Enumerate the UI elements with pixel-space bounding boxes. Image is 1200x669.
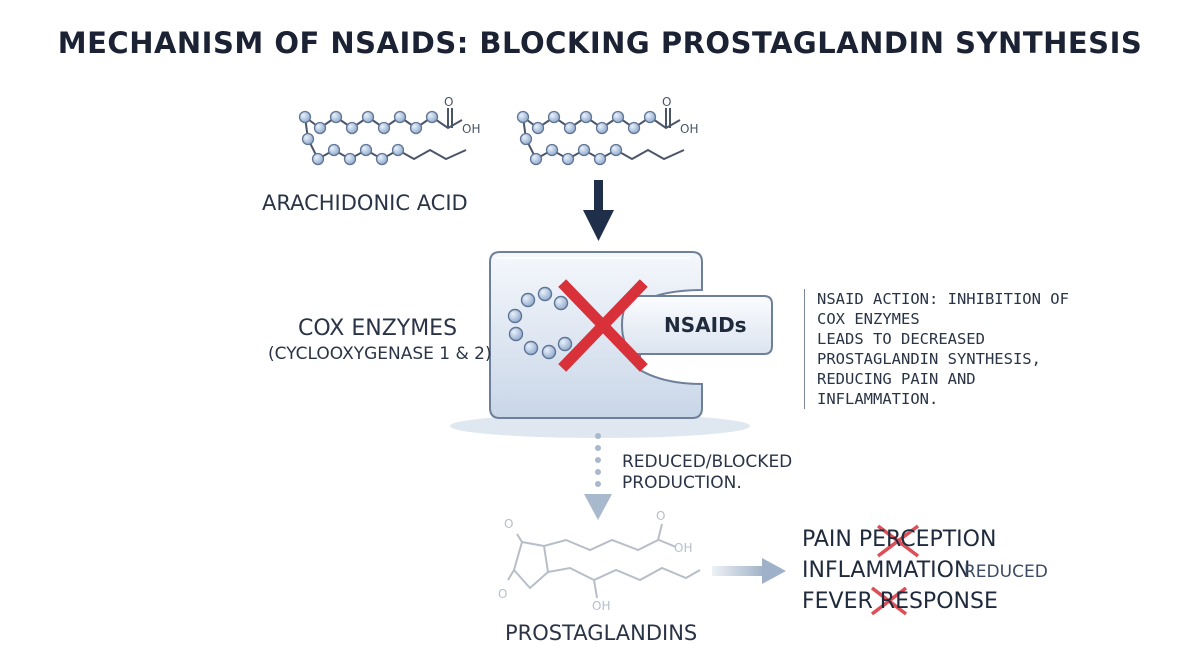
prostaglandin-molecule [507,523,701,599]
molecule-o-label: O [662,95,671,109]
prostaglandin-o-label-2: O [498,587,507,601]
effect-reduced-tag: REDUCED [964,562,1048,582]
cox-enzymes-sublabel: (CYCLOOXYGENASE 1 & 2) [268,344,492,364]
nsaids-inhibitor-tag [620,295,773,355]
diagram-title: MECHANISM OF NSAIDS: BLOCKING PROSTAGLAN… [57,26,1143,60]
down-arrow-icon [583,180,614,241]
effect-inflammation: INFLAMMATION [802,558,971,583]
effect-blocked-marks [870,524,920,616]
dotted-down-arrow-icon [584,433,612,520]
nsaids-label: NSAIDs [664,313,747,337]
effect-pain-perception: PAIN PERCEPTION [802,527,997,552]
right-arrow-icon [712,558,786,584]
prostaglandin-oh-label-1: OH [674,541,692,555]
block-x-icon [558,279,648,372]
prostaglandin-oh-label-2: OH [592,599,610,613]
reduced-production-label: REDUCED/BLOCKED PRODUCTION. [622,452,793,493]
arachidonic-acid-label: ARACHIDONIC ACID [262,191,468,215]
molecule-oh-label: OH [680,122,698,136]
effect-fever-response: FEVER RESPONSE [802,589,998,614]
prostaglandin-o-label-3: O [656,509,665,523]
prostaglandin-o-label-1: O [504,517,513,531]
nsaid-action-note: NSAID ACTION: INHIBITION OF COX ENZYMES … [804,289,1069,409]
arachidonic-acid-molecule-2: O OH [516,95,698,166]
prostaglandins-label: PROSTAGLANDINS [505,621,698,645]
arachidonic-acid-molecule-1: O OH [298,95,480,166]
cox-enzymes-label: COX ENZYMES [298,316,458,341]
molecule-o-label: O [444,95,453,109]
molecule-oh-label: OH [462,122,480,136]
